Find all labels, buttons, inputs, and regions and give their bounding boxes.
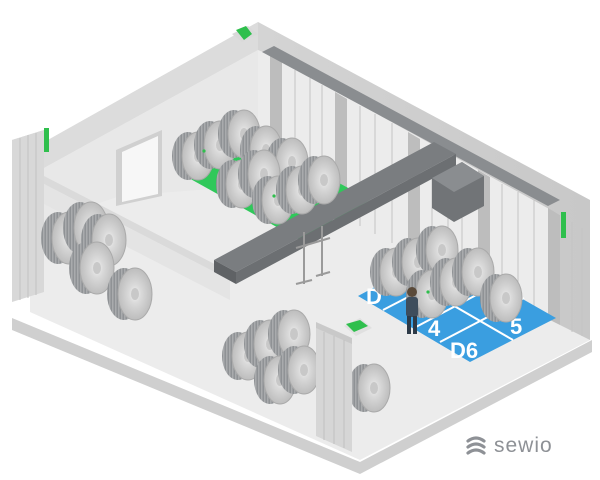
anchor-marker-3 (426, 290, 430, 294)
zone-label-d6: D6 (450, 338, 478, 363)
anchor-marker-1 (202, 149, 206, 153)
uwb-anchor-right (561, 212, 566, 238)
front-partition-siding (323, 332, 345, 448)
crane-trolley-top (432, 162, 484, 192)
reel-group-left (41, 201, 153, 321)
floor-slab-side (12, 318, 592, 474)
wall-siding (294, 70, 583, 336)
anchor-marker-2 (272, 194, 276, 198)
crane-bridge-side (214, 260, 236, 284)
crane-bridge (214, 142, 456, 272)
uwb-anchor-top (232, 26, 258, 42)
crane-hook (295, 226, 331, 285)
zone-label-5: 5 (510, 314, 522, 339)
uwb-anchor-left (44, 128, 49, 152)
crane-rail-back (262, 46, 560, 206)
zone-label-4: 4 (428, 316, 441, 341)
sewio-logo-icon (466, 436, 486, 455)
front-left-siding (19, 133, 37, 300)
uwb-anchor-front (344, 318, 372, 336)
worker-figure (406, 287, 418, 334)
sewio-brand: sewio (462, 432, 582, 460)
reel-group-front (222, 309, 391, 413)
back-left-wall (30, 22, 258, 168)
front-partition-top (316, 322, 352, 344)
doorway-opening (122, 136, 158, 202)
reel-group-back (172, 109, 341, 225)
brand-name: sewio (494, 434, 553, 457)
crane-bridge-side-2 (236, 154, 456, 284)
